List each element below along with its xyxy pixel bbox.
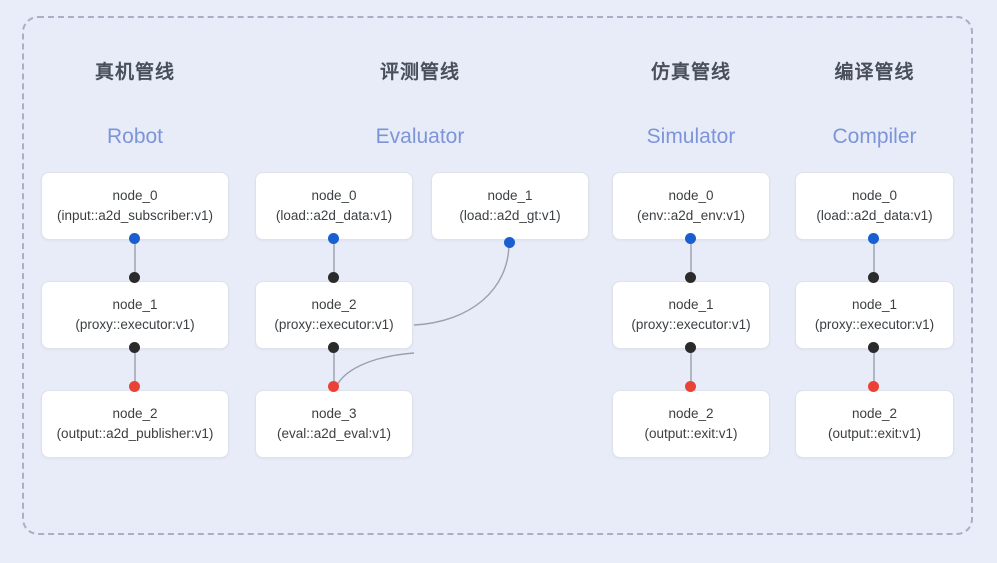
- handle-target-simulator-1[interactable]: [685, 272, 696, 283]
- node-spec: (load::a2d_gt:v1): [459, 208, 561, 223]
- node-spec: (eval::a2d_eval:v1): [276, 426, 392, 441]
- handle-target-simulator-2[interactable]: [685, 381, 696, 392]
- node-name: node_1: [851, 297, 898, 313]
- node-simulator-1[interactable]: node_1 (proxy::executor:v1): [612, 281, 770, 349]
- node-compiler-1[interactable]: node_1 (proxy::executor:v1): [795, 281, 954, 349]
- handle-source-compiler-0[interactable]: [868, 233, 879, 244]
- node-compiler-2[interactable]: node_2 (output::exit:v1): [795, 390, 954, 458]
- node-simulator-2[interactable]: node_2 (output::exit:v1): [612, 390, 770, 458]
- handle-source-evaluator-0[interactable]: [328, 233, 339, 244]
- handle-source-robot-1[interactable]: [129, 342, 140, 353]
- node-spec: (input::a2d_subscriber:v1): [56, 208, 214, 223]
- node-name: node_0: [851, 188, 898, 204]
- column-subtitle-evaluator: Evaluator: [375, 125, 465, 148]
- node-robot-2[interactable]: node_2 (output::a2d_publisher:v1): [41, 390, 229, 458]
- node-robot-0[interactable]: node_0 (input::a2d_subscriber:v1): [41, 172, 229, 240]
- node-name: node_1: [487, 188, 533, 204]
- column-title-robot: 真机管线: [94, 62, 175, 83]
- node-spec: (proxy::executor:v1): [274, 317, 394, 332]
- handle-source-evaluator-1[interactable]: [504, 237, 515, 248]
- handle-target-evaluator-3[interactable]: [328, 381, 339, 392]
- node-name: node_2: [112, 406, 158, 422]
- node-evaluator-1[interactable]: node_1 (load::a2d_gt:v1): [431, 172, 589, 240]
- node-spec: (output::exit:v1): [644, 426, 738, 441]
- node-name: node_2: [311, 297, 357, 313]
- handle-source-compiler-1[interactable]: [868, 342, 879, 353]
- handle-source-simulator-1[interactable]: [685, 342, 696, 353]
- column-title-compiler: 编译管线: [834, 62, 915, 83]
- node-spec: (output::a2d_publisher:v1): [56, 426, 214, 441]
- node-name: node_2: [851, 406, 898, 422]
- node-name: node_0: [311, 188, 357, 204]
- node-name: node_1: [668, 297, 714, 313]
- node-evaluator-2[interactable]: node_2 (proxy::executor:v1): [255, 281, 413, 349]
- node-robot-1[interactable]: node_1 (proxy::executor:v1): [41, 281, 229, 349]
- node-spec: (proxy::executor:v1): [814, 317, 935, 332]
- node-evaluator-3[interactable]: node_3 (eval::a2d_eval:v1): [255, 390, 413, 458]
- handle-target-compiler-2[interactable]: [868, 381, 879, 392]
- handle-target-evaluator-2[interactable]: [328, 272, 339, 283]
- node-name: node_2: [668, 406, 714, 422]
- handle-source-robot-0[interactable]: [129, 233, 140, 244]
- node-spec: (output::exit:v1): [827, 426, 922, 441]
- node-name: node_0: [668, 188, 714, 204]
- handle-target-compiler-1[interactable]: [868, 272, 879, 283]
- node-spec: (proxy::executor:v1): [75, 317, 195, 332]
- handle-source-simulator-0[interactable]: [685, 233, 696, 244]
- handle-target-robot-2[interactable]: [129, 381, 140, 392]
- node-evaluator-0[interactable]: node_0 (load::a2d_data:v1): [255, 172, 413, 240]
- node-spec: (load::a2d_data:v1): [816, 208, 933, 223]
- node-spec: (env::a2d_env:v1): [636, 208, 746, 223]
- node-spec: (proxy::executor:v1): [631, 317, 751, 332]
- node-spec: (load::a2d_data:v1): [275, 208, 393, 223]
- handle-target-robot-1[interactable]: [129, 272, 140, 283]
- column-subtitle-compiler: Compiler: [832, 125, 917, 148]
- node-name: node_3: [311, 406, 357, 422]
- handle-source-evaluator-2[interactable]: [328, 342, 339, 353]
- column-title-evaluator: 评测管线: [379, 62, 460, 83]
- node-compiler-0[interactable]: node_0 (load::a2d_data:v1): [795, 172, 954, 240]
- node-name: node_0: [112, 188, 158, 204]
- column-subtitle-simulator: Simulator: [646, 125, 736, 148]
- column-title-simulator: 仿真管线: [650, 62, 731, 83]
- column-subtitle-robot: Robot: [106, 125, 164, 148]
- node-simulator-0[interactable]: node_0 (env::a2d_env:v1): [612, 172, 770, 240]
- node-name: node_1: [112, 297, 158, 313]
